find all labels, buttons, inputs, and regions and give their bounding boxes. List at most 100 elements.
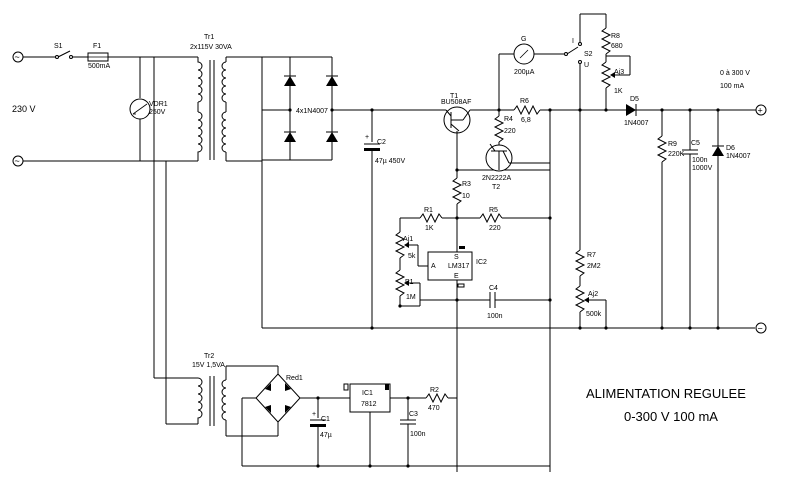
junction	[370, 326, 374, 330]
r3-value: 10	[462, 193, 470, 200]
output-range-label: 0 à 300 V	[720, 70, 750, 77]
bridge-rectifier-1: 4x1N4007	[262, 56, 338, 161]
junction	[455, 216, 459, 220]
trimmer-aj3: Aj3 1K	[600, 61, 624, 95]
t1-label: T1	[450, 93, 458, 100]
meter-g: G 200µA	[513, 36, 535, 76]
trimmer-aj1: Aj1 5k	[394, 231, 416, 260]
junction	[548, 108, 552, 112]
junction	[660, 326, 664, 330]
resistor-r6: R6 6,8	[513, 98, 541, 124]
junction	[604, 108, 608, 112]
output-current-label: 100 mA	[720, 83, 744, 90]
red1-label: Red1	[286, 375, 303, 382]
junction	[548, 298, 552, 302]
resistor-r5: R5 220	[479, 207, 503, 232]
resistor-r1: R1 1K	[419, 207, 443, 232]
junction	[316, 464, 320, 468]
ic1-label: IC1	[362, 390, 373, 397]
vdr1-value: 250V	[149, 109, 166, 116]
svg-text:~: ~	[15, 156, 20, 166]
c5-value-2: 1000V	[692, 165, 713, 172]
junction	[370, 108, 374, 112]
ic2-label: IC2	[476, 259, 487, 266]
d6-label: D6	[726, 145, 735, 152]
resistor-r4: R4 220	[493, 115, 516, 143]
r2-value: 470	[428, 405, 440, 412]
mains-terminal-top: ~	[12, 51, 24, 63]
ic2-pin-s: S	[454, 254, 459, 261]
diode-d5: D5 1N4007	[624, 96, 649, 127]
r8-label: R8	[611, 33, 620, 40]
diode-d6: D6 1N4007	[712, 145, 751, 160]
terminal-minus: −	[755, 322, 767, 334]
r9-value: 220K	[668, 151, 685, 158]
transformer-tr1: Tr1 2x115V 30VA	[190, 34, 232, 161]
d5-value: 1N4007	[624, 120, 649, 127]
r4-value: 220	[504, 128, 516, 135]
f1-label: F1	[93, 43, 101, 50]
ic1-value: 7812	[361, 401, 377, 408]
r7-value: 2M2	[587, 263, 601, 270]
p1-value: 1M	[406, 294, 416, 301]
aj3-label: Aj3	[614, 69, 624, 76]
resistor-r2: R2 470	[425, 387, 449, 412]
aj1-label: Aj1	[403, 236, 413, 243]
bridge1-value: 4x1N4007	[296, 108, 328, 115]
mains-terminal-bottom: ~	[12, 155, 24, 167]
c3-value: 100n	[410, 431, 426, 438]
s2-pos-u: U	[584, 62, 589, 69]
junction	[716, 326, 720, 330]
terminal-plus: +	[755, 104, 767, 116]
c5-value-1: 100n	[692, 157, 708, 164]
c5-label: C5	[691, 140, 700, 147]
r1-label: R1	[424, 207, 433, 214]
g-value: 200µA	[514, 69, 535, 76]
junction	[368, 464, 372, 468]
mains-voltage-label: 230 V	[12, 104, 36, 114]
junction	[398, 304, 402, 308]
r6-value: 6,8	[521, 117, 531, 124]
ic2-pin-e: E	[454, 273, 459, 280]
wire	[462, 109, 471, 121]
r1-value: 1K	[425, 225, 434, 232]
capacitor-c1: + C1 47µ	[310, 411, 332, 439]
t2-value: 2N2222A	[482, 175, 512, 182]
c1-plus: +	[312, 411, 316, 418]
ic2-pin-a: A	[431, 263, 436, 270]
transistor-t1: T1 BU508AF	[441, 93, 471, 134]
r5-label: R5	[489, 207, 498, 214]
aj2-label: Aj2	[588, 291, 598, 298]
switch-s1: S1	[54, 43, 73, 59]
potentiometer-p1: P1 1M	[394, 269, 416, 301]
aj1-value: 5k	[408, 253, 416, 260]
r7-label: R7	[587, 252, 596, 259]
r2-label: R2	[430, 387, 439, 394]
c2-label: C2	[377, 139, 386, 146]
r8-value: 680	[611, 43, 623, 50]
junction	[455, 298, 459, 302]
r9-label: R9	[668, 141, 677, 148]
svg-text:+: +	[758, 106, 763, 116]
tr1-value: 2x115V 30VA	[190, 44, 232, 51]
tr2-value: 15V 1,5VA	[192, 362, 225, 369]
transistor-t2: 2N2222A T2	[482, 143, 513, 191]
ic2-value: LM317	[448, 263, 470, 270]
bridge-rectifier-red1: Red1	[255, 373, 303, 423]
schematic-subtitle: 0-300 V 100 mA	[624, 409, 718, 424]
t2-label: T2	[492, 184, 500, 191]
c4-label: C4	[489, 285, 498, 292]
tr2-label: Tr2	[204, 353, 214, 360]
svg-text:−: −	[758, 324, 763, 334]
t1-value: BU508AF	[441, 99, 471, 106]
aj2-value: 500k	[586, 311, 602, 318]
fuse-f1: F1 500mA	[87, 43, 111, 70]
junction	[688, 326, 692, 330]
regulator-ic2: S LM317 A E IC2	[427, 246, 487, 288]
transformer-tr2: Tr2 15V 1,5VA	[192, 353, 227, 426]
r4-label: R4	[504, 116, 513, 123]
junction	[316, 396, 320, 400]
c2-value: 47µ 450V	[375, 158, 405, 165]
c4-value: 100n	[487, 313, 503, 320]
